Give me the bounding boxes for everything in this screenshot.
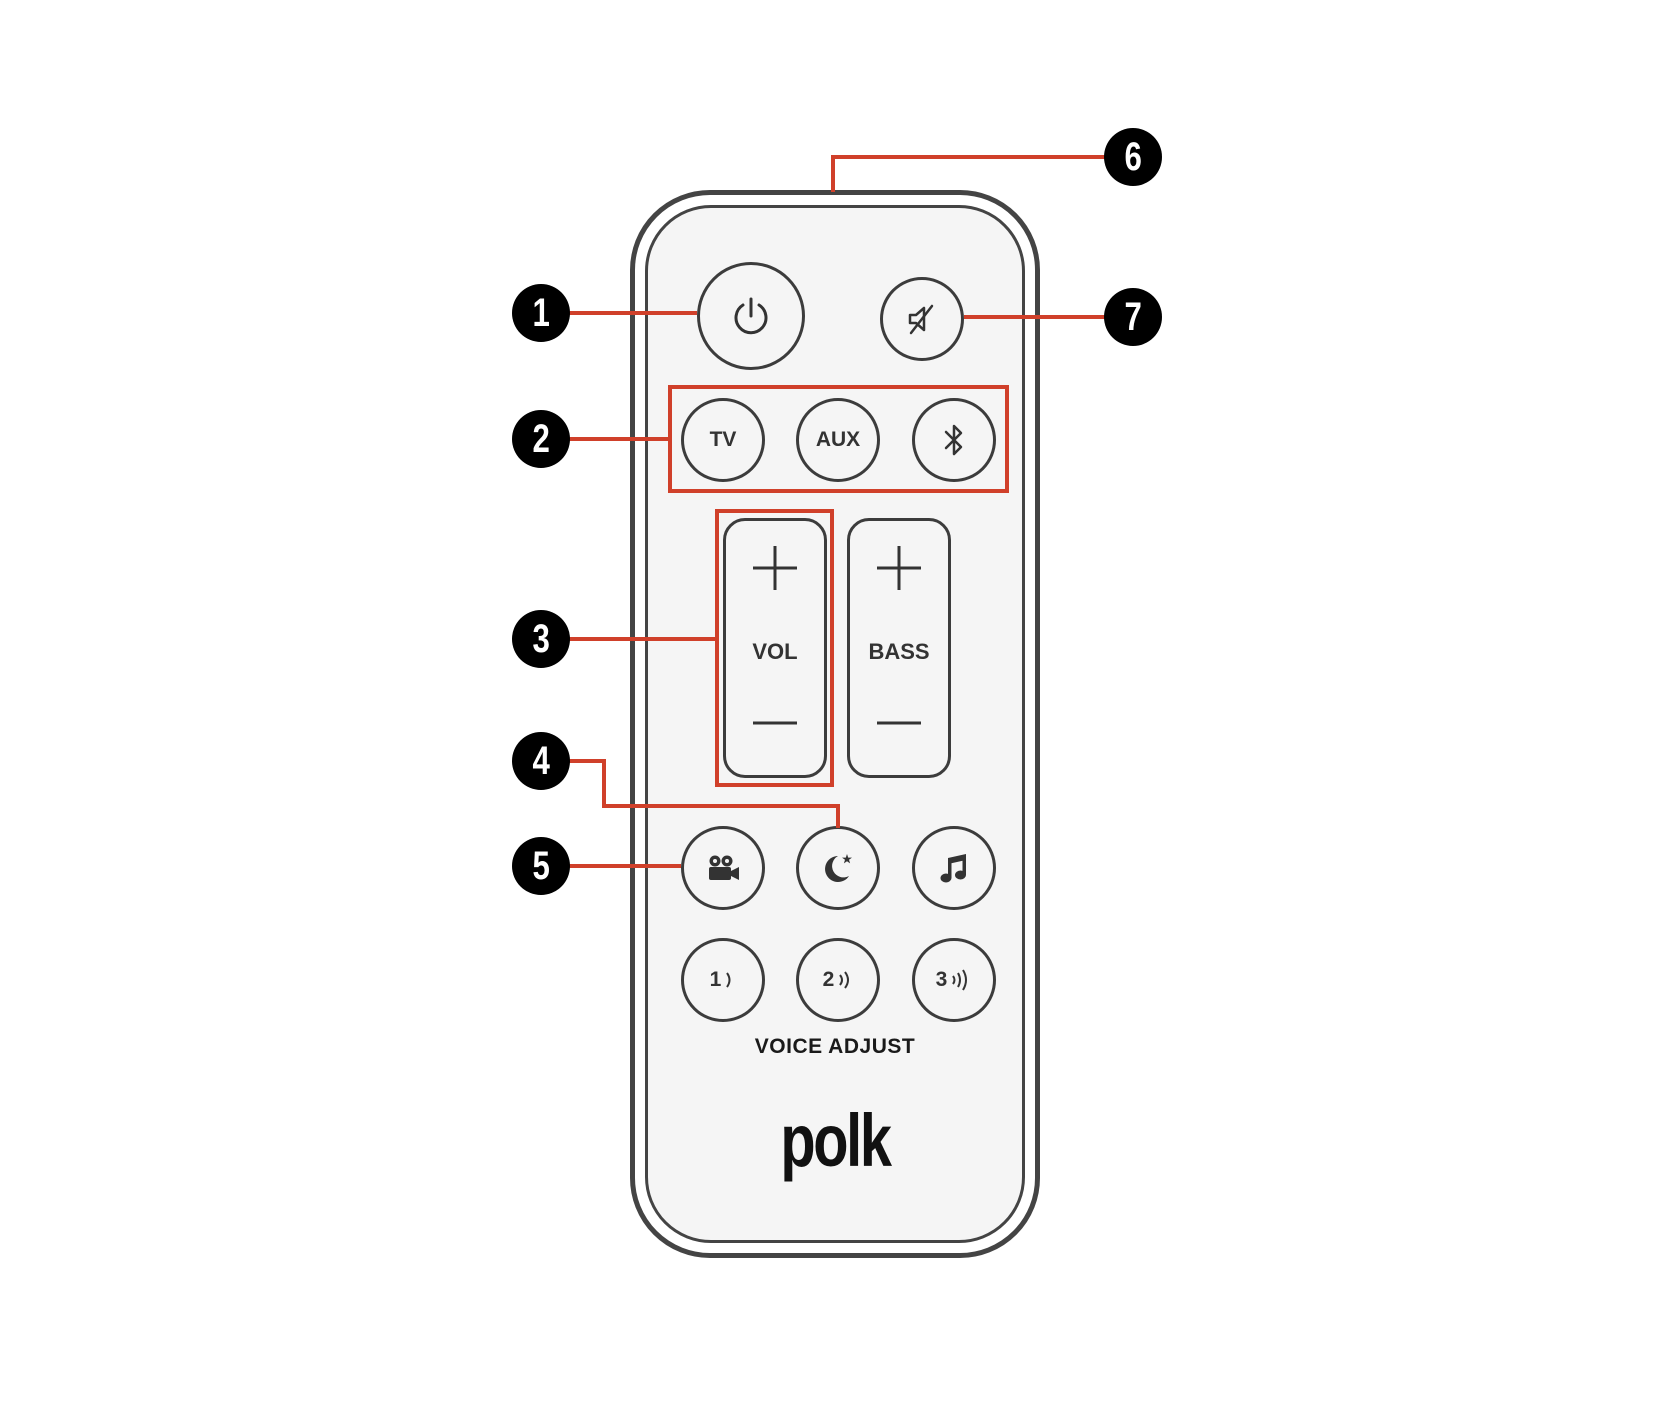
- aux-button[interactable]: AUX: [796, 398, 880, 482]
- volume-up-button[interactable]: [726, 521, 824, 616]
- polk-logo: polk: [780, 1099, 892, 1182]
- voice-adjust-2-button[interactable]: 2: [796, 938, 880, 1022]
- minus-icon: [753, 721, 797, 725]
- callout-1: 1: [512, 284, 570, 342]
- tv-label: TV: [709, 428, 737, 451]
- voice-adjust-3-button[interactable]: 3: [912, 938, 996, 1022]
- voice-adjust-1-button[interactable]: 1: [681, 938, 765, 1022]
- sound-wave-1-icon: [726, 972, 731, 988]
- bluetooth-icon: [944, 424, 963, 456]
- power-icon: [734, 297, 768, 335]
- voice-adjust-label: VOICE ADJUST: [754, 1035, 916, 1058]
- plus-icon: [877, 546, 921, 590]
- sound-wave-3-icon: [952, 969, 968, 991]
- minus-icon: [877, 721, 921, 725]
- sound-wave-2-icon: [839, 971, 850, 989]
- plus-icon: [753, 546, 797, 590]
- volume-down-button[interactable]: [726, 680, 824, 775]
- music-note-icon: [940, 854, 966, 883]
- aux-label: AUX: [815, 428, 861, 451]
- callout-4: 4: [512, 732, 570, 790]
- mute-button[interactable]: [880, 277, 964, 361]
- bluetooth-button[interactable]: [912, 398, 996, 482]
- volume-label: VOL: [752, 639, 798, 664]
- tv-button[interactable]: TV: [681, 398, 765, 482]
- music-mode-button[interactable]: [912, 826, 996, 910]
- bass-rocker: BASS: [847, 518, 951, 778]
- volume-rocker: VOL: [723, 518, 827, 778]
- leader-6: [831, 155, 1106, 192]
- voice-3-label: 3: [935, 968, 948, 991]
- bass-label: BASS: [868, 639, 930, 664]
- bass-down-button[interactable]: [850, 680, 948, 775]
- night-mode-button[interactable]: [796, 826, 880, 910]
- callout-6: 6: [1104, 128, 1162, 186]
- callout-7: 7: [1104, 288, 1162, 346]
- callout-2: 2: [512, 410, 570, 468]
- voice-1-label: 1: [709, 968, 722, 991]
- mute-icon: [908, 304, 934, 335]
- bass-up-button[interactable]: [850, 521, 948, 616]
- remote-face: [645, 205, 1025, 1243]
- power-button[interactable]: [697, 262, 805, 370]
- callout-5: 5: [512, 837, 570, 895]
- callout-3: 3: [512, 610, 570, 668]
- voice-2-label: 2: [822, 968, 835, 991]
- movie-mode-button[interactable]: [681, 826, 765, 910]
- movie-camera-icon: [709, 855, 739, 880]
- moon-star-icon: [825, 854, 852, 882]
